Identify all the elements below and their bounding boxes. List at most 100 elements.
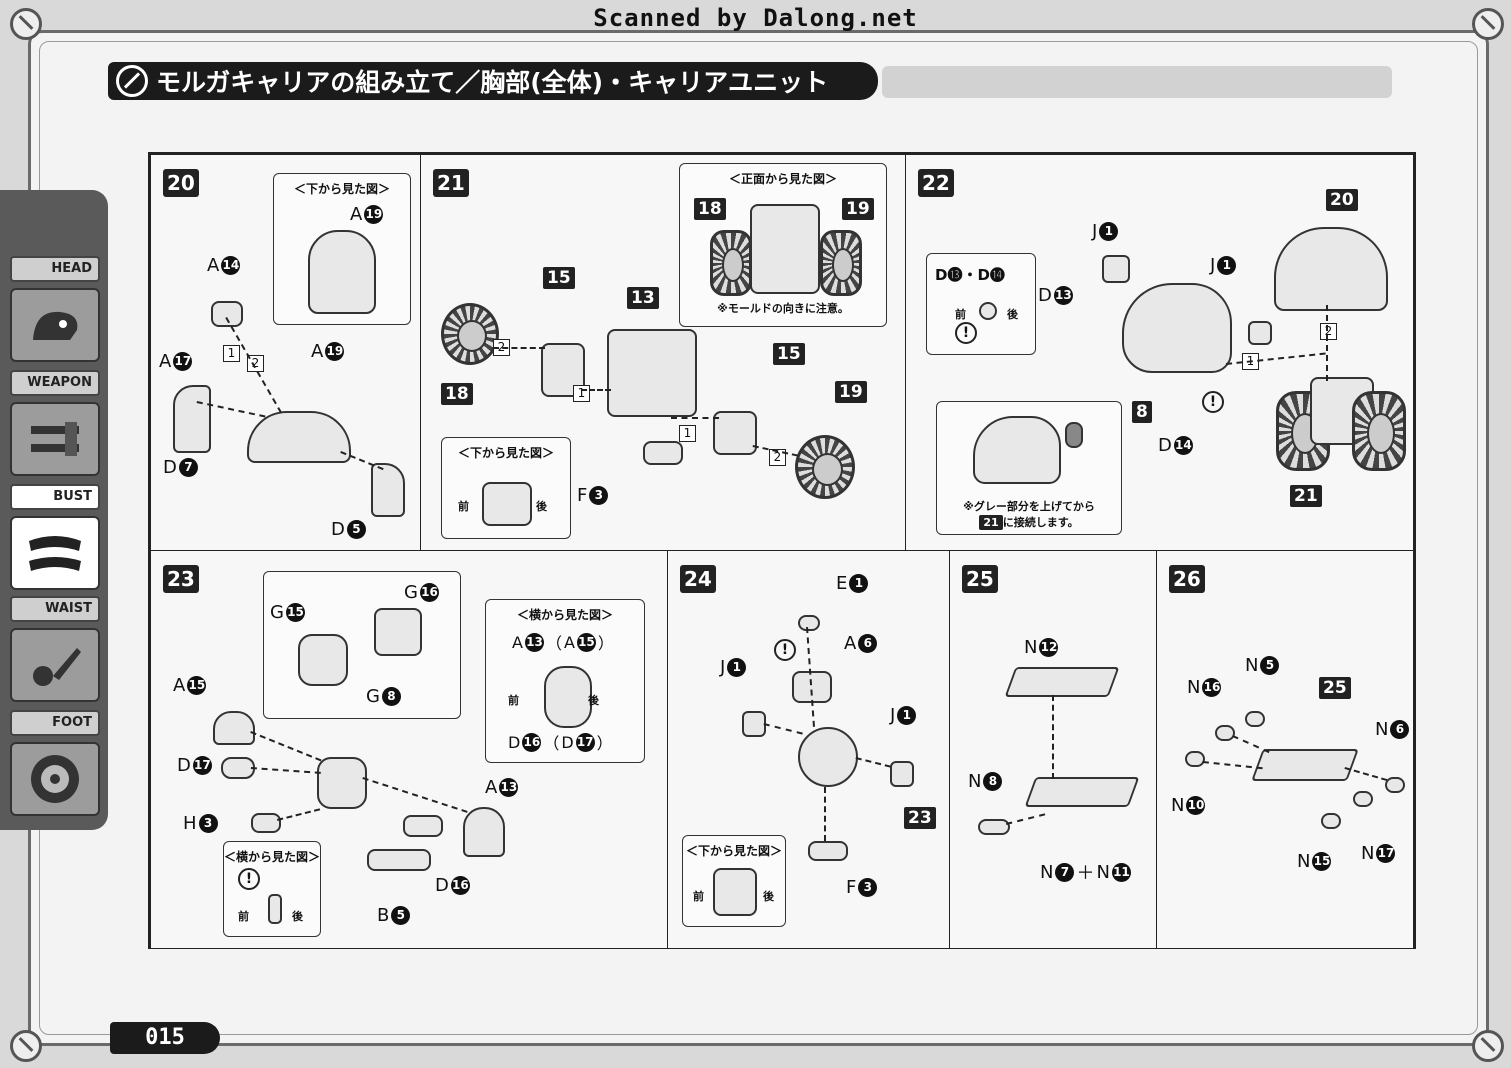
back-label: 後 bbox=[588, 694, 599, 707]
front-label: 前 bbox=[508, 694, 519, 707]
order-marker: 1 bbox=[573, 385, 590, 402]
step-number: 20 bbox=[163, 169, 199, 197]
order-marker: 2 bbox=[1320, 323, 1337, 340]
cap-part bbox=[463, 807, 505, 857]
head-icon bbox=[10, 288, 100, 362]
caution-icon: ! bbox=[955, 322, 977, 344]
reference-badge: 15 bbox=[543, 267, 575, 289]
caution-icon: ! bbox=[1202, 391, 1224, 413]
plate-part bbox=[808, 841, 848, 861]
reference-badge: 8 bbox=[1132, 401, 1152, 423]
reference-badge: 21 bbox=[1290, 485, 1322, 507]
pin-part bbox=[1248, 321, 1272, 345]
front-label: 前 bbox=[955, 308, 966, 321]
tab-foot[interactable]: FOOT bbox=[10, 710, 100, 816]
plate-part bbox=[482, 482, 532, 526]
inset-title: ＜下から見た図＞ bbox=[293, 182, 390, 196]
reference-badge: 18 bbox=[694, 198, 726, 220]
chassis-part bbox=[750, 204, 820, 294]
joint-part bbox=[317, 757, 367, 809]
tab-weapon[interactable]: WEAPON bbox=[10, 370, 100, 476]
small-part bbox=[1215, 725, 1235, 741]
tab-label: FOOT bbox=[10, 710, 100, 736]
pin-part bbox=[1102, 255, 1130, 283]
reference-badge: 18 bbox=[441, 383, 473, 405]
inset-title: ＜下から見た図＞ bbox=[685, 844, 782, 858]
pin-part bbox=[890, 761, 914, 787]
back-label: 後 bbox=[536, 500, 547, 513]
tab-label: WAIST bbox=[10, 596, 100, 622]
gray-part bbox=[1065, 422, 1083, 448]
screw-icon bbox=[1472, 8, 1504, 40]
reference-badge: 19 bbox=[842, 198, 874, 220]
tab-bust[interactable]: BUST bbox=[10, 484, 100, 590]
order-marker: 1 bbox=[1242, 353, 1259, 370]
order-marker: 1 bbox=[223, 345, 240, 362]
plate-part bbox=[713, 868, 757, 916]
chassis-part bbox=[607, 329, 697, 417]
cap-part bbox=[213, 711, 255, 745]
step-number: 21 bbox=[433, 169, 469, 197]
back-label: 後 bbox=[763, 890, 774, 903]
inset-title: ＜横から見た図＞ bbox=[516, 608, 613, 622]
tab-label: HEAD bbox=[10, 256, 100, 282]
cover-part bbox=[1274, 227, 1388, 311]
wrench-icon bbox=[116, 65, 148, 97]
joint-part bbox=[544, 666, 592, 728]
page-title: モルガキャリアの組み立て／胸部(全体)・キャリアユニット bbox=[156, 68, 829, 97]
small-part bbox=[978, 819, 1010, 835]
pin-part bbox=[251, 813, 281, 833]
tab-waist[interactable]: WAIST bbox=[10, 596, 100, 702]
wheel-part bbox=[795, 435, 855, 499]
reference-badge: 25 bbox=[1319, 677, 1351, 699]
bottom-view-inset: ＜下から見た図＞ 前 後 bbox=[682, 835, 786, 927]
rod-part bbox=[367, 849, 431, 871]
small-part bbox=[1321, 813, 1341, 829]
reference-badge: 19 bbox=[835, 381, 867, 403]
track-part bbox=[1024, 777, 1140, 807]
plate-part bbox=[643, 441, 683, 465]
track-part bbox=[1251, 749, 1359, 781]
small-part bbox=[1185, 751, 1205, 767]
watermark: Scanned by Dalong.net bbox=[593, 4, 918, 32]
caution-icon: ! bbox=[238, 868, 260, 890]
small-part bbox=[1245, 711, 1265, 727]
reference-badge: 20 bbox=[1326, 189, 1358, 211]
reference-badge: 23 bbox=[904, 807, 936, 829]
step-number: 23 bbox=[163, 565, 199, 593]
tab-head[interactable]: HEAD bbox=[10, 256, 100, 362]
inset-title: ＜横から見た図＞ bbox=[224, 850, 321, 864]
section-sidebar: HEAD WEAPON BUST WAIST FOOT bbox=[0, 190, 108, 830]
small-part bbox=[1353, 791, 1373, 807]
small-part bbox=[211, 301, 243, 327]
step-number: 26 bbox=[1169, 565, 1205, 593]
reference-badge: 13 bbox=[627, 287, 659, 309]
cap-part bbox=[221, 757, 255, 779]
back-label: 後 bbox=[292, 910, 303, 923]
small-part bbox=[1385, 777, 1405, 793]
